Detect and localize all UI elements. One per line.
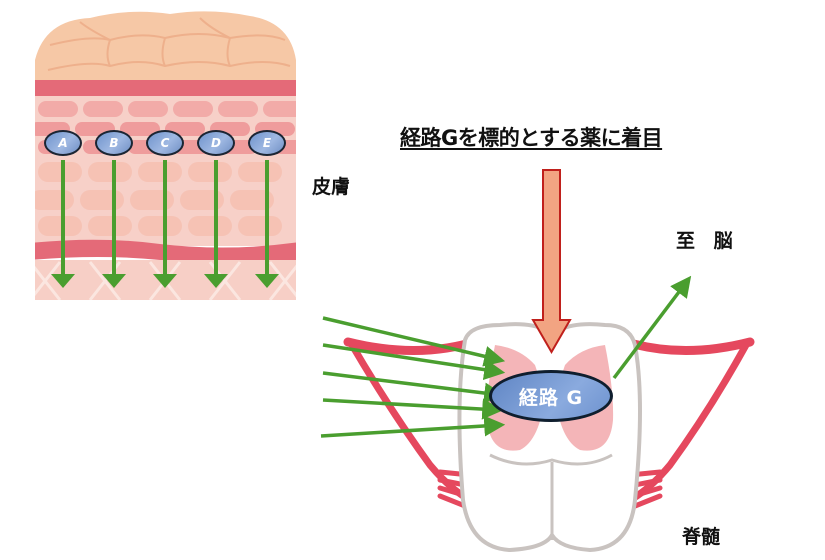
skin-signal-arrows xyxy=(51,160,279,288)
diagram-title: 経路Gを標的とする薬に着目 xyxy=(400,126,663,150)
arrow-head-d xyxy=(204,274,228,288)
arrow-icon xyxy=(322,343,506,381)
receptor-label: E xyxy=(262,136,272,150)
skin-label: 皮膚 xyxy=(312,176,351,198)
cells-row-3 xyxy=(35,162,282,236)
arrow-icon xyxy=(322,398,504,420)
receptor-b: B xyxy=(95,130,133,156)
spinal-cord-label: 脊髄 xyxy=(682,526,721,548)
arrow-icon xyxy=(322,371,506,404)
receptor-c: C xyxy=(146,130,184,156)
receptor-label: D xyxy=(211,136,221,150)
receptor-label: B xyxy=(109,136,119,150)
receptor-e: E xyxy=(248,130,286,156)
arrow-head-b xyxy=(102,274,126,288)
arrow-icon xyxy=(612,275,692,380)
receptor-d: D xyxy=(197,130,235,156)
pathway-label: 経路 G xyxy=(518,386,584,409)
dermis-band-top xyxy=(35,80,296,96)
epidermis-top-layer xyxy=(35,11,296,82)
arrow-head-c xyxy=(153,274,177,288)
arrow-head-a xyxy=(51,274,75,288)
skin-surface-lines xyxy=(47,17,291,71)
to-brain-label: 至 脳 xyxy=(676,230,739,252)
receptor-label: A xyxy=(58,136,68,150)
down-arrow-icon xyxy=(531,169,572,354)
arrow-head-e xyxy=(255,274,279,288)
arrow-icon xyxy=(320,415,506,438)
receptor-a: A xyxy=(44,130,82,156)
input-signal-arrows xyxy=(320,316,506,438)
receptor-label: C xyxy=(160,136,170,150)
cells-row-1 xyxy=(38,101,296,117)
pathway-g-node: 経路 G xyxy=(489,370,613,422)
arrow-icon xyxy=(322,316,506,367)
